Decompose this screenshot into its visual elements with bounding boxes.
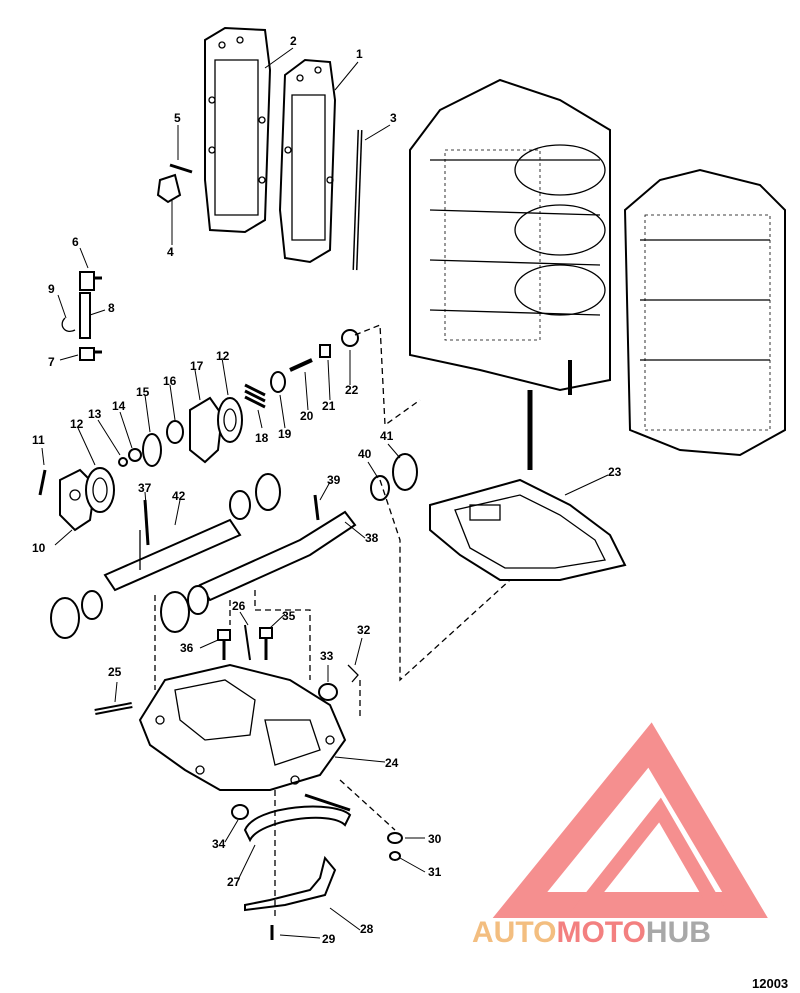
- bolt-35: [259, 627, 273, 660]
- callout-18: 18: [255, 431, 269, 445]
- watermark-moto: MOTO: [556, 916, 645, 949]
- washer-30: [387, 832, 403, 844]
- hose-3: [352, 129, 363, 271]
- washer-19: [270, 371, 286, 393]
- assembly-lines: [154, 324, 511, 920]
- callout-36: 36: [180, 641, 194, 655]
- callout-19: 19: [278, 427, 292, 441]
- leader-lines: [41, 47, 609, 939]
- callout-41: 41: [380, 429, 394, 443]
- nut-31: [389, 851, 401, 861]
- washer-16: [166, 420, 184, 444]
- spring-18: [244, 383, 266, 409]
- callout-23: 23: [608, 465, 622, 479]
- housing-17: [189, 396, 224, 464]
- mount-left-lower: [50, 590, 103, 639]
- callout-17: 17: [190, 359, 204, 373]
- fitting-7: [79, 347, 102, 361]
- nut-21: [319, 344, 331, 358]
- callout-32: 32: [357, 623, 371, 637]
- callout-8: 8: [108, 301, 115, 315]
- callout-35: 35: [282, 609, 296, 623]
- callout-12b: 12: [216, 349, 230, 363]
- bolt-36: [217, 629, 231, 660]
- screw-39: [313, 494, 320, 521]
- callout-27: 27: [227, 875, 241, 889]
- callout-1: 1: [356, 47, 363, 61]
- callout-33: 33: [320, 649, 334, 663]
- adapter-plate-24: [138, 663, 347, 791]
- gasket-1: [278, 58, 337, 264]
- callout-21: 21: [322, 399, 336, 413]
- callout-28: 28: [360, 922, 374, 936]
- callout-15: 15: [136, 385, 150, 399]
- ring-14: [128, 448, 142, 462]
- callout-40: 40: [358, 447, 372, 461]
- figure-number: 12003: [752, 976, 788, 991]
- callout-2: 2: [290, 34, 297, 48]
- crankcase-cover: [623, 168, 786, 457]
- callout-37: 37: [138, 481, 152, 495]
- callout-5: 5: [174, 111, 181, 125]
- callout-20: 20: [300, 409, 314, 423]
- watermark-hub: HUB: [646, 916, 711, 949]
- callout-14: 14: [112, 399, 126, 413]
- seal-22: [341, 329, 359, 347]
- washer-13: [118, 457, 128, 467]
- callout-6: 6: [72, 235, 79, 249]
- callout-30: 30: [428, 832, 442, 846]
- impeller-15: [142, 433, 162, 467]
- callout-7: 7: [48, 355, 55, 369]
- bracket-42: [103, 518, 242, 592]
- watermark-text: AUTOMOTOHUB: [472, 916, 711, 949]
- plug-33: [318, 683, 338, 701]
- svg-text:AUTOMOTOHUB: AUTOMOTOHUB: [472, 916, 711, 949]
- callout-34: 34: [212, 837, 226, 851]
- cover-plate-2: [204, 26, 272, 234]
- callout-26: 26: [232, 599, 246, 613]
- clip-32: [347, 664, 359, 683]
- bracket-38: [198, 510, 357, 602]
- gasket-12b: [217, 397, 243, 443]
- screw-5: [169, 163, 193, 174]
- callout-42: 42: [172, 489, 186, 503]
- callout-11: 11: [32, 433, 45, 447]
- callout-12a: 12: [70, 417, 84, 431]
- gasket-23: [429, 478, 627, 581]
- clip-4: [156, 173, 182, 204]
- callout-22: 22: [345, 383, 359, 397]
- callout-3: 3: [390, 111, 397, 125]
- callout-29: 29: [322, 932, 336, 946]
- screw-37: [143, 499, 150, 546]
- fitting-25: [94, 702, 133, 715]
- screw-11: [38, 469, 47, 496]
- callout-39: 39: [327, 473, 341, 487]
- clamp-9: [61, 317, 76, 332]
- callouts: 1 2 3 4 5 6 7 8 9 10 11 12 13 14 15 16 1…: [32, 34, 622, 946]
- mount-left-upper: [229, 473, 281, 520]
- callout-38: 38: [365, 531, 379, 545]
- seal-27: [243, 793, 352, 843]
- gasket-12a: [85, 467, 115, 513]
- seal-28: [244, 855, 337, 912]
- callout-13: 13: [88, 407, 102, 421]
- bolt-20: [289, 358, 313, 372]
- callout-10: 10: [32, 541, 46, 555]
- callout-4: 4: [167, 245, 174, 259]
- callout-9: 9: [48, 282, 55, 296]
- mount-right-lower: [160, 585, 209, 633]
- callout-16: 16: [163, 374, 177, 388]
- callout-25: 25: [108, 665, 122, 679]
- tube-8: [79, 292, 91, 339]
- fitting-6: [79, 271, 102, 291]
- cylinder-block: [409, 78, 611, 470]
- watermark-auto: AUTO: [472, 916, 556, 949]
- pin-26: [244, 624, 251, 661]
- watermark-logo: [492, 722, 768, 918]
- plug-34: [231, 804, 249, 820]
- callout-24: 24: [385, 756, 399, 770]
- callout-31: 31: [428, 865, 442, 879]
